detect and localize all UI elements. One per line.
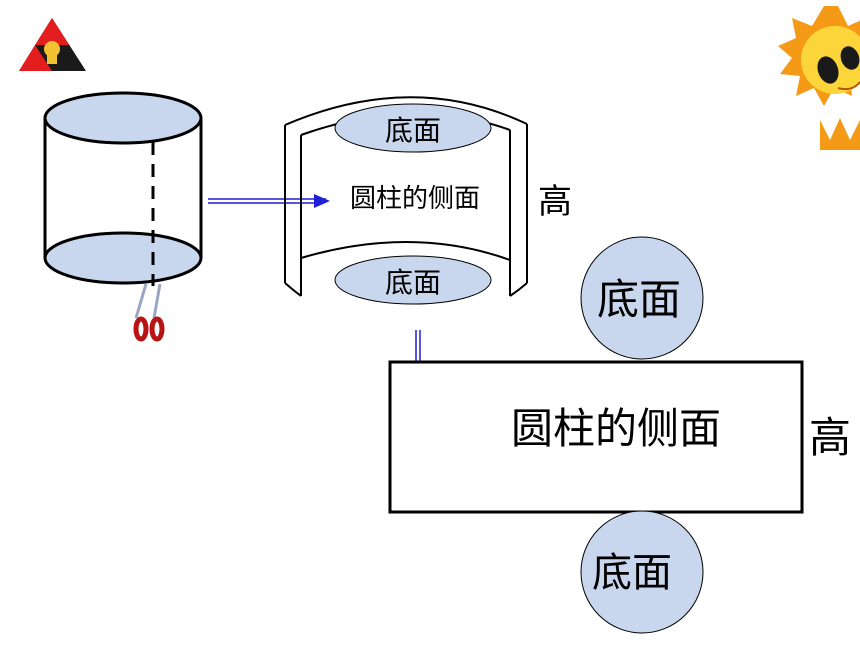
flat-top-base [580,236,704,360]
flat-lateral-rectangle [388,360,804,514]
curved-bottom-base [334,255,492,305]
flat-bottom-base-label: 底面 [592,550,672,596]
school-emblem-icon [19,18,86,71]
curved-top-base-label: 底面 [385,114,441,147]
curved-top-base [334,103,492,153]
flat-height-label: 高 [809,413,851,462]
cylinder-3d [43,91,203,286]
flat-bottom-base [580,510,704,634]
cartoon-sun-icon [778,6,860,150]
cylinder-bottom-base [43,231,203,285]
curved-lateral-label: 圆柱的侧面 [350,184,480,214]
curved-height-label: 高 [538,182,572,222]
curved-bottom-base-label: 底面 [385,266,441,299]
flat-lateral-label: 圆柱的侧面 [511,404,721,453]
cylinder-top-base [43,91,203,145]
scissors-icon [133,283,165,342]
flat-top-base-label: 底面 [597,275,681,324]
arrow-head-1 [314,194,330,208]
